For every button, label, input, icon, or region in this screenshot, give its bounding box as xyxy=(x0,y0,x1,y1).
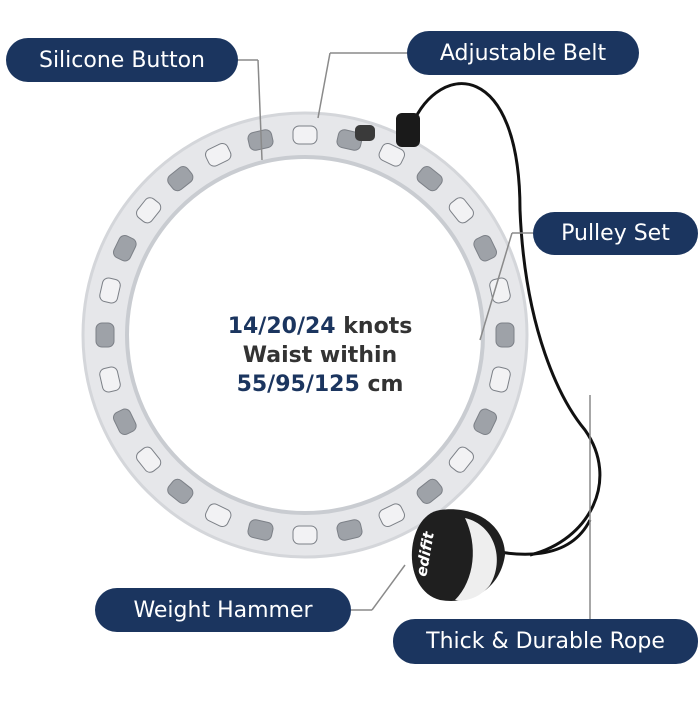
silicone-knot xyxy=(292,525,318,545)
silicone-knot xyxy=(416,166,443,192)
cm-unit: cm xyxy=(367,372,404,397)
silicone-knot xyxy=(167,166,194,192)
silicone-knot xyxy=(473,235,497,262)
spec-knots-line: 14/20/24 knots xyxy=(190,312,450,341)
silicone-knot xyxy=(113,408,137,435)
silicone-knot xyxy=(448,446,474,473)
pointer-adjust-v xyxy=(317,52,331,119)
silicone-knot xyxy=(136,197,162,224)
silicone-knot xyxy=(448,197,474,224)
spec-waist-line: Waist within xyxy=(242,343,398,368)
pointer-weight-v xyxy=(371,564,406,611)
label-rope: Thick & Durable Rope xyxy=(393,619,698,664)
silicone-knots xyxy=(95,125,515,545)
silicone-knot xyxy=(336,519,363,541)
knots-word: knots xyxy=(343,314,413,339)
silicone-knot xyxy=(205,143,232,167)
silicone-knot xyxy=(495,322,515,348)
rope xyxy=(410,82,602,557)
silicone-knot xyxy=(247,519,274,541)
spec-cm-line: 55/95/125 cm xyxy=(190,370,450,399)
silicone-knot xyxy=(473,408,497,435)
silicone-knot xyxy=(113,235,137,262)
silicone-knot xyxy=(378,503,405,527)
hoop-ring-outer-edge xyxy=(81,111,529,559)
pointer-pulley-v xyxy=(479,232,513,341)
silicone-knot xyxy=(205,503,232,527)
cm-numbers: 55/95/125 xyxy=(236,372,360,397)
weight-hammer: edifit xyxy=(411,509,505,601)
silicone-knot xyxy=(99,277,121,304)
silicone-knot xyxy=(292,125,318,145)
silicone-knot xyxy=(416,478,443,504)
silicone-knot xyxy=(378,143,405,167)
silicone-knot xyxy=(136,446,162,473)
silicone-knot xyxy=(95,322,115,348)
label-pulley-set: Pulley Set xyxy=(533,212,698,255)
spec-text: 14/20/24 knots Waist within 55/95/125 cm xyxy=(190,312,450,399)
adjustable-belt-clip xyxy=(396,113,420,147)
silicone-knot xyxy=(99,366,121,393)
silicone-knot xyxy=(167,478,194,504)
label-weight-hammer: Weight Hammer xyxy=(95,588,351,632)
belt-button xyxy=(355,125,375,141)
knots-numbers: 14/20/24 xyxy=(227,314,336,339)
label-adjustable-belt: Adjustable Belt xyxy=(407,31,639,75)
label-silicone-button: Silicone Button xyxy=(6,38,238,82)
silicone-knot xyxy=(489,277,511,304)
silicone-knot xyxy=(489,366,511,393)
hoop-ring-inner-edge xyxy=(125,155,485,515)
pointer-silicone-v xyxy=(257,59,263,161)
